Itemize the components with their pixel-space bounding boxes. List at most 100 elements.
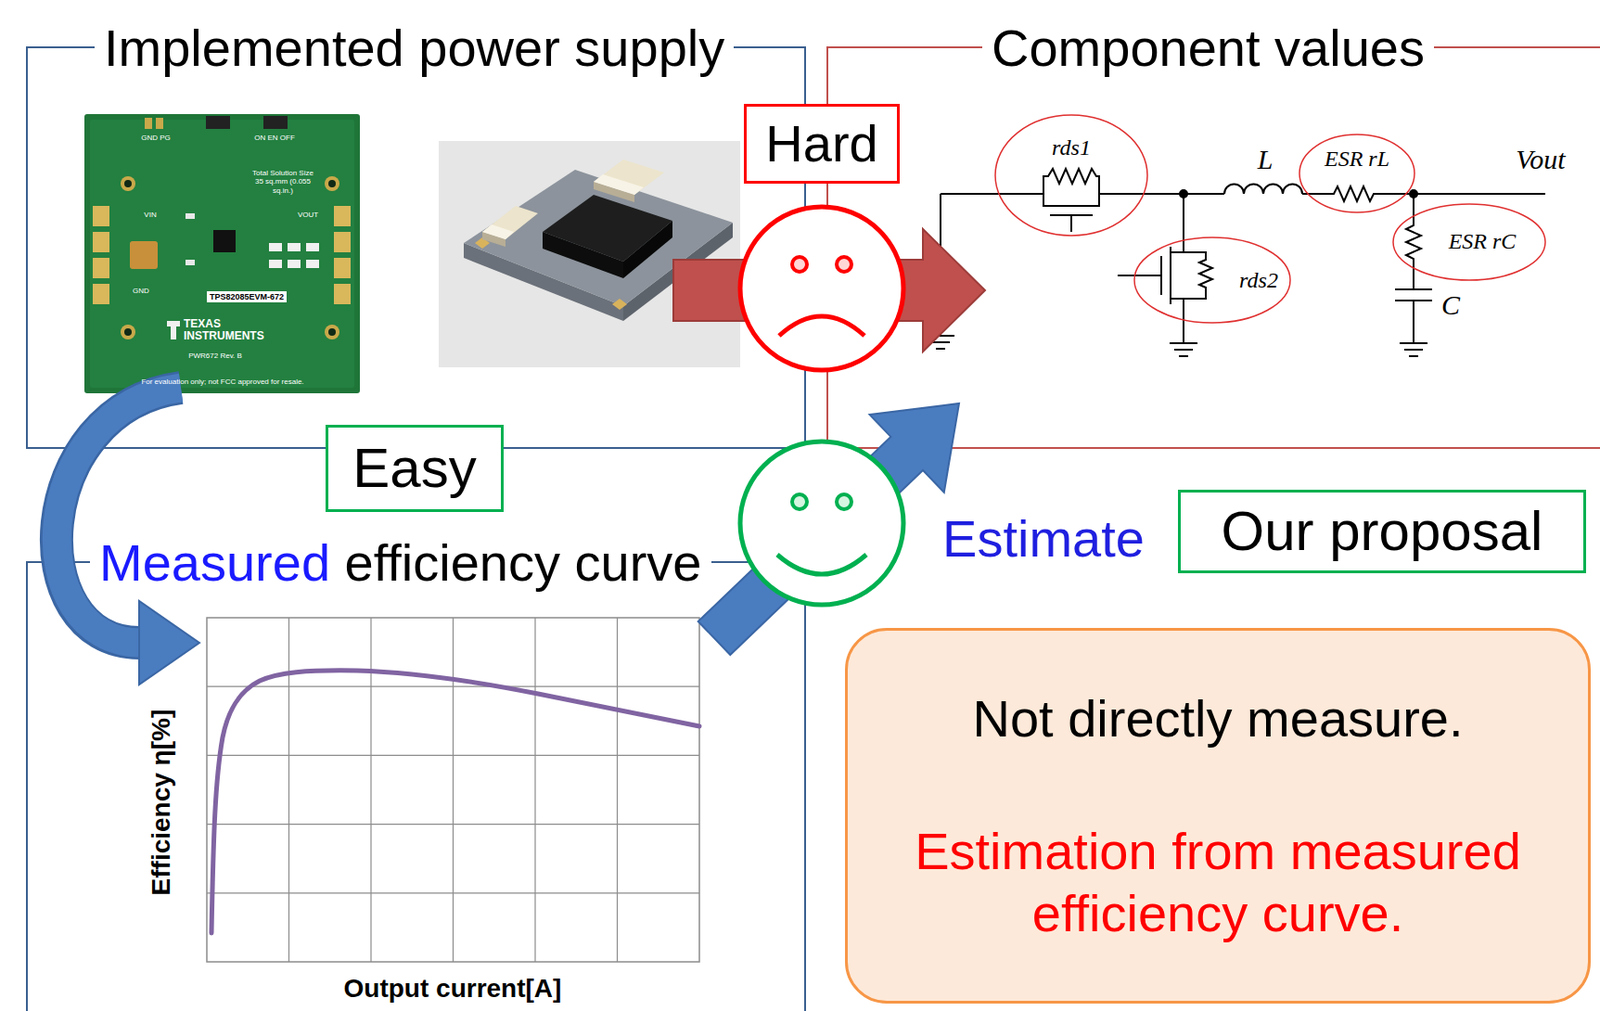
- proposal-box: Our proposal: [1177, 489, 1588, 574]
- sad-face: [836, 256, 852, 272]
- silkscreen-text: GND PG: [140, 133, 171, 142]
- pcb-photo: [328, 328, 336, 336]
- buck-circuit: [995, 115, 1546, 323]
- pcb-photo: [92, 257, 110, 279]
- pcb-photo: [120, 324, 136, 340]
- silkscreen-text: For evaluation only; not FCC approved fo…: [140, 377, 304, 386]
- board-id-label: TPS82085EVM-672: [206, 291, 287, 303]
- panel-heading: Measured efficiency curve: [89, 533, 712, 593]
- buck-circuit: [1134, 237, 1291, 323]
- pcb-photo: [185, 213, 195, 219]
- pcb-photo: [92, 231, 110, 253]
- buck-circuit: [1393, 204, 1546, 281]
- buck-circuit: [995, 115, 1148, 236]
- component-label: rds1: [1051, 135, 1091, 162]
- flow-arrow: [698, 403, 960, 655]
- arrow-head: [139, 601, 200, 685]
- module-photo: [542, 194, 673, 262]
- pcb-photo: [166, 320, 180, 340]
- method-label: Estimate: [942, 509, 1145, 569]
- arrow-body: [56, 387, 181, 643]
- component-label: rds2: [1239, 268, 1279, 295]
- module-photo: [482, 224, 514, 240]
- pcb-photo: [306, 259, 320, 269]
- pcb-photo: [268, 259, 282, 269]
- happy-face: [836, 494, 852, 510]
- pcb-photo: [324, 176, 340, 192]
- silkscreen-text: VOUT: [297, 210, 319, 219]
- pcb-photo: [287, 243, 301, 252]
- box-label: Our proposal: [1221, 498, 1544, 565]
- pcb-photo: [324, 324, 340, 340]
- pcb-photo: [124, 328, 132, 336]
- note-text: Not directly measure.: [972, 687, 1463, 750]
- happy-face: [740, 441, 904, 605]
- buck-circuit: [1049, 215, 1093, 232]
- pcb-photo: [263, 115, 288, 129]
- buck-circuit: [1299, 134, 1415, 213]
- buck-circuit: [1302, 186, 1546, 202]
- vendor-logo-text: TEXAS INSTRUMENTS: [183, 318, 258, 343]
- efficiency-chart: [206, 617, 700, 962]
- pcb-photo: [185, 259, 195, 266]
- arrow-body: [56, 387, 181, 643]
- rating-box: Easy: [325, 424, 503, 512]
- happy-face: [777, 554, 867, 575]
- panel-heading: Component values: [982, 18, 1434, 78]
- node-label: Vout: [1515, 143, 1565, 177]
- happy-face: [740, 441, 904, 605]
- pcb-photo: [213, 230, 236, 253]
- pcb-photo: [84, 114, 360, 394]
- panel-heading: Measured: [99, 533, 331, 592]
- sad-face: [792, 256, 807, 272]
- buck-circuit: [1179, 190, 1188, 198]
- buck-circuit: [1183, 252, 1213, 299]
- module-photo: [438, 140, 741, 368]
- box-label: Easy: [352, 435, 476, 502]
- rating-box: Hard: [743, 103, 899, 183]
- component-label: ESR rL: [1324, 146, 1390, 173]
- buck-circuit: [1395, 193, 1433, 357]
- silkscreen-text: PWR672 Rev. B: [188, 351, 243, 360]
- pcb-photo: [205, 115, 231, 129]
- component-label: ESR rC: [1448, 229, 1517, 256]
- silkscreen-text: VIN: [143, 210, 156, 219]
- sad-face: [740, 206, 904, 371]
- buck-circuit: [1409, 190, 1418, 198]
- axis-title: Efficiency η[%]: [146, 709, 177, 896]
- box-label: Hard: [765, 112, 878, 175]
- sad-face: [740, 206, 904, 371]
- pcb-photo: [155, 117, 164, 129]
- axis-title: Output current[A]: [344, 973, 563, 1004]
- module-photo: [593, 174, 644, 195]
- silkscreen-text: Total Solution Size 35 sq.mm (0.055 sq.i…: [250, 168, 316, 195]
- pcb-photo: [333, 283, 351, 305]
- panel-heading: Implemented power supply: [94, 18, 734, 78]
- module-photo: [612, 298, 628, 310]
- pcb-photo: [89, 119, 355, 388]
- flow-arrow: [56, 387, 200, 685]
- component-label: L: [1257, 143, 1274, 177]
- pcb-photo: [84, 114, 360, 394]
- note-box: Not directly measure. Estimation from mea…: [844, 627, 1591, 1004]
- buck-circuit: [926, 115, 1546, 357]
- pcb-photo: [144, 117, 153, 129]
- pcb-photo: [333, 231, 351, 253]
- happy-face: [792, 494, 807, 510]
- sad-face: [779, 316, 865, 336]
- pcb-photo: [306, 243, 320, 252]
- pcb-photo: [333, 205, 351, 227]
- pcb-photo: [268, 243, 282, 252]
- pcb-photo: [328, 179, 336, 188]
- pcb-photo: [120, 176, 136, 192]
- silkscreen-text: GND: [132, 286, 150, 295]
- note-text: Estimation from measured efficiency curv…: [884, 819, 1551, 945]
- buck-circuit: [1117, 256, 1162, 295]
- efficiency-chart: [206, 617, 700, 962]
- component-label: C: [1441, 289, 1460, 322]
- pcb-photo: [287, 259, 301, 269]
- pcb-photo: [333, 257, 351, 279]
- pcb-photo: [129, 241, 158, 269]
- module-photo: [438, 140, 741, 368]
- buck-circuit: [1169, 193, 1198, 357]
